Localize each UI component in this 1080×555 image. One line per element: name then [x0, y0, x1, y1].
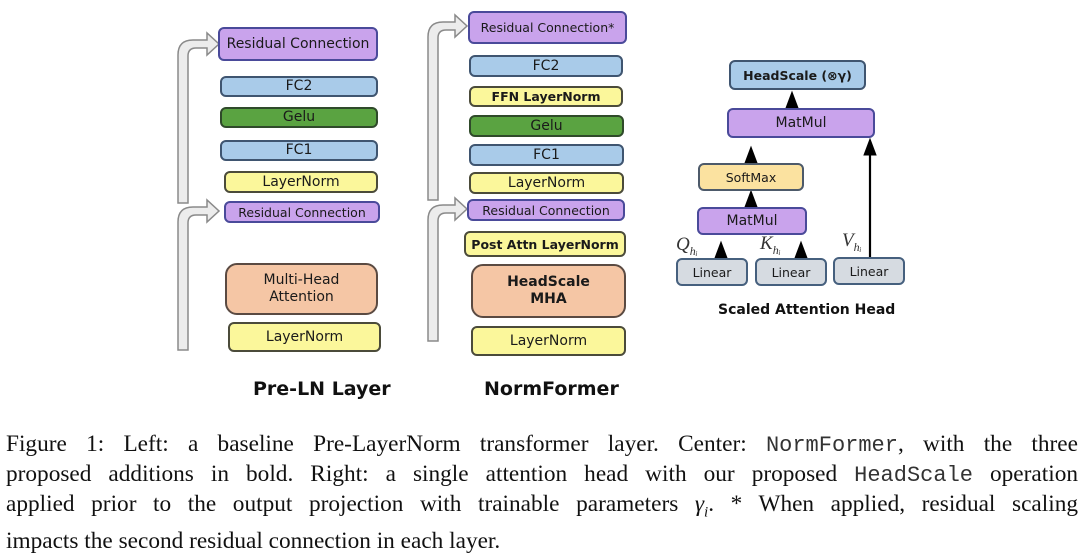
block-label: Gelu: [530, 117, 563, 134]
preln-layernorm-ffn: LayerNorm: [224, 171, 378, 193]
preln-fc2: FC2: [220, 76, 378, 97]
block-label: Post Attn LayerNorm: [471, 236, 619, 252]
nf-residual-connection-bottom: Residual Connection: [467, 199, 625, 221]
nf-layernorm-ffn: LayerNorm: [469, 172, 624, 194]
preln-gelu: Gelu: [220, 107, 378, 128]
linear-v: Linear: [833, 257, 905, 285]
arrow-matmul-to-headscale: [785, 90, 799, 109]
preln-title: Pre-LN Layer: [253, 378, 391, 400]
figure-caption: Figure 1: Left: a baseline Pre-LayerNorm…: [6, 430, 1078, 555]
caption-line-3: applied prior to the output projection w…: [6, 491, 1078, 521]
block-label: MatMul: [726, 212, 778, 229]
caption-line-1: Figure 1: Left: a baseline Pre-LayerNorm…: [6, 431, 1078, 458]
block-label: FC1: [533, 146, 560, 163]
preln-fc1: FC1: [220, 140, 378, 161]
v-label: Vhᵢ: [842, 230, 862, 254]
block-label: HeadScale (⊗γ): [743, 67, 852, 83]
nf-ffn-layernorm: FFN LayerNorm: [469, 86, 623, 107]
block-label: LayerNorm: [262, 173, 340, 190]
arrow-v-to-matmul: [863, 137, 877, 156]
preln-layernorm-attn: LayerNorm: [228, 322, 381, 352]
block-label: Residual Connection*: [480, 20, 615, 35]
block-label: FC2: [532, 57, 560, 74]
attention-head-title: Scaled Attention Head: [718, 302, 896, 318]
block-label: LayerNorm: [509, 332, 588, 349]
arrow-matmul-to-softmax: [744, 189, 758, 208]
arrow-softmax-to-matmul: [744, 145, 758, 164]
linear-k: Linear: [755, 258, 827, 286]
block-label: HeadScale MHA: [507, 274, 590, 307]
block-label: Multi-Head Attention: [263, 272, 340, 305]
block-label: FFN LayerNorm: [491, 89, 601, 104]
preln-residual-connection-top: Residual Connection: [218, 27, 378, 61]
nf-fc1: FC1: [469, 144, 624, 166]
q-label: Qhᵢ: [676, 234, 698, 258]
nf-headscale-mha: HeadScale MHA: [471, 264, 626, 318]
residual-arrow-preln-lower: [177, 198, 221, 351]
linear-q: Linear: [676, 258, 748, 286]
caption-line-4: impacts the second residual connection i…: [6, 527, 501, 554]
headscale-block: HeadScale (⊗γ): [729, 60, 866, 90]
block-label: Residual Connection: [226, 35, 370, 52]
nf-layernorm-attn: LayerNorm: [471, 326, 626, 356]
block-label: Linear: [692, 264, 732, 280]
nf-gelu: Gelu: [469, 115, 624, 137]
block-label: FC1: [285, 142, 313, 159]
nf-fc2: FC2: [469, 55, 623, 77]
preln-residual-connection-bottom: Residual Connection: [224, 201, 380, 223]
block-label: LayerNorm: [507, 174, 586, 191]
nf-post-attn-layernorm: Post Attn LayerNorm: [464, 231, 626, 257]
nf-residual-connection-top: Residual Connection*: [468, 11, 627, 44]
block-label: Residual Connection: [238, 204, 366, 220]
residual-arrow-nf-upper: [427, 13, 469, 201]
residual-arrow-nf-lower: [427, 196, 469, 342]
preln-multi-head-attention: Multi-Head Attention: [225, 263, 378, 315]
k-label: Khᵢ: [760, 233, 781, 257]
arrow-k-to-matmul: [794, 240, 808, 259]
block-label: Gelu: [282, 109, 316, 126]
nf-title: NormFormer: [484, 378, 619, 400]
caption-line-2: proposed additions in bold. Right: a sin…: [6, 461, 1078, 488]
residual-arrows: [177, 13, 877, 351]
arrow-q-to-matmul: [714, 240, 728, 259]
matmul-bottom: MatMul: [697, 207, 807, 235]
block-label: Residual Connection: [482, 202, 610, 218]
residual-arrow-preln-upper: [177, 31, 221, 204]
matmul-top: MatMul: [727, 108, 875, 138]
block-label: MatMul: [775, 114, 827, 131]
softmax-block: SoftMax: [698, 163, 804, 191]
block-label: Linear: [849, 263, 889, 279]
block-label: Linear: [771, 264, 811, 280]
block-label: SoftMax: [725, 169, 777, 185]
block-label: LayerNorm: [265, 328, 344, 345]
block-label: FC2: [285, 78, 313, 95]
